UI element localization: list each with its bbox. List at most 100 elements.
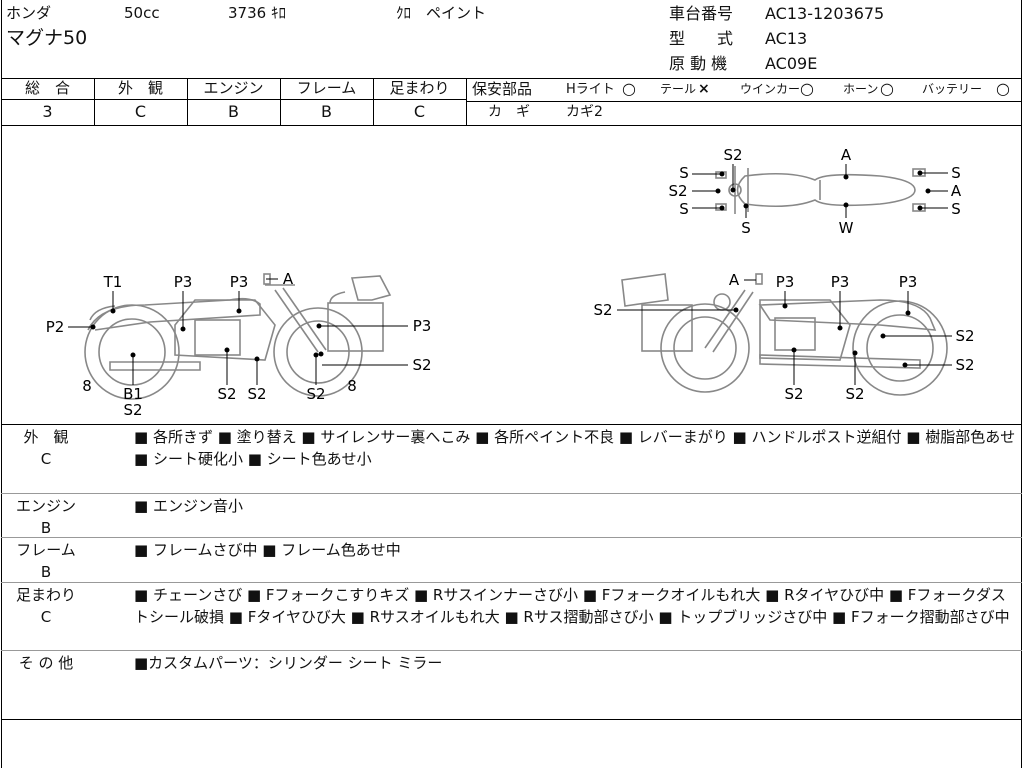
score-value-engine: B bbox=[228, 102, 239, 121]
score-divider bbox=[187, 78, 188, 125]
diagram-mark-left-s2: S2 bbox=[123, 401, 142, 419]
diagram-mark-left-p2: P2 bbox=[46, 318, 65, 336]
diagram-mark-left-8: 8 bbox=[82, 377, 92, 395]
score-label-exterior: 外 観 bbox=[117, 79, 163, 97]
safety-tail-mark: × bbox=[698, 81, 710, 97]
section-exterior-label: 外 観 C bbox=[6, 426, 86, 470]
mileage: 3736 ｷﾛ bbox=[228, 4, 286, 22]
maker-name: ホンダ bbox=[6, 4, 52, 22]
section-title: フレーム bbox=[16, 541, 76, 559]
diagram-mark-right-s2: S2 bbox=[784, 385, 803, 403]
section-title: そ の 他 bbox=[18, 654, 74, 672]
section-divider bbox=[1, 582, 1022, 583]
safety-battery-mark: ○ bbox=[996, 79, 1010, 98]
model-name: マグナ50 bbox=[6, 27, 88, 49]
diagram-mark-top-s2: S2 bbox=[723, 146, 742, 164]
key-label: カ ギ bbox=[488, 104, 530, 120]
diagram-mark-top-s: S bbox=[741, 219, 751, 237]
chassis-value: AC13-1203675 bbox=[765, 4, 885, 23]
score-table-top bbox=[1, 78, 1022, 79]
section-other-text: ■カスタムパーツ：シリンダー シート ミラー bbox=[134, 654, 443, 672]
safety-horn-mark: ○ bbox=[880, 79, 894, 98]
diagram-mark-left-p3: P3 bbox=[230, 273, 249, 291]
score-label-frame: フレーム bbox=[296, 79, 357, 97]
frame-right bbox=[1021, 0, 1022, 768]
diagram-mark-left-s2: S2 bbox=[247, 385, 266, 403]
key-value: カギ2 bbox=[566, 104, 603, 120]
diagram-mark-left-s2: S2 bbox=[412, 356, 431, 374]
diagram-mark-right-s2: S2 bbox=[593, 301, 612, 319]
safety-horn: ホーン bbox=[843, 82, 879, 96]
score-label-suspension: 足まわり bbox=[389, 79, 450, 97]
diagram-mark-top-s: S bbox=[951, 164, 961, 182]
section-divider bbox=[1, 650, 1022, 651]
diagram-mark-right-p3: P3 bbox=[899, 273, 918, 291]
section-grade: B bbox=[40, 563, 52, 581]
diagram-mark-top-s: S bbox=[951, 200, 961, 218]
section-suspension-text: ■ チェーンさび ■ Fフォークこすりキズ ■ Rサスインナーさび小 ■ Fフォ… bbox=[134, 586, 1010, 626]
score-table-mid bbox=[1, 99, 467, 100]
diagram-mark-left-p3: P3 bbox=[413, 317, 432, 335]
type-label: 型 式 bbox=[669, 29, 734, 48]
diagram-mark-left-8: 8 bbox=[347, 377, 357, 395]
diagram-mark-top-s: S bbox=[679, 200, 689, 218]
diagram-mark-left-b1: B1 bbox=[123, 385, 143, 403]
diagram-mark-left-t1: T1 bbox=[103, 273, 123, 291]
score-divider bbox=[466, 78, 467, 125]
motorcycle-diagram: S2 A S S2 S S W S A S T1 P3 P3 A P2 P3 S… bbox=[46, 146, 975, 419]
diagram-mark-top-s2-left: S2 bbox=[668, 182, 687, 200]
diagram-mark-top-s: S bbox=[679, 164, 689, 182]
diagram-mark-left-a: A bbox=[283, 270, 294, 288]
safety-mid bbox=[467, 101, 1022, 102]
diagram-mark-top-w: W bbox=[839, 219, 854, 237]
section-title: エンジン bbox=[15, 497, 76, 515]
safety-winker-mark: ○ bbox=[800, 79, 814, 98]
section-title: 足まわり bbox=[15, 586, 76, 604]
frame-left bbox=[1, 0, 2, 768]
safety-winker: ウインカー bbox=[740, 82, 801, 96]
section-divider bbox=[1, 537, 1022, 538]
section-engine-text: ■ エンジン音小 bbox=[134, 497, 243, 515]
diagram-mark-right-s2: S2 bbox=[955, 356, 974, 374]
score-table-bottom bbox=[1, 125, 1022, 126]
section-frame-text: ■ フレームさび中 ■ フレーム色あせ中 bbox=[134, 541, 401, 559]
diagram-mark-right-p3: P3 bbox=[776, 273, 795, 291]
score-label-total: 総 合 bbox=[24, 79, 70, 97]
section-divider bbox=[1, 493, 1022, 494]
left-view-bike bbox=[84, 273, 392, 400]
displacement: 50cc bbox=[124, 4, 160, 22]
engine-label: 原 動 機 bbox=[669, 54, 728, 73]
section-divider bbox=[1, 424, 1022, 425]
chassis-label: 車台番号 bbox=[669, 4, 734, 23]
section-grade: B bbox=[40, 519, 52, 537]
diagram-mark-right-s2: S2 bbox=[845, 385, 864, 403]
score-value-frame: B bbox=[321, 102, 332, 121]
safety-tail: テール bbox=[660, 82, 697, 96]
safety-headlight: Hライト bbox=[566, 82, 615, 97]
section-suspension-label: 足まわり C bbox=[6, 584, 86, 628]
section-title: 外 観 bbox=[23, 428, 69, 446]
diagram-mark-left-p3: P3 bbox=[174, 273, 193, 291]
diagram-mark-top-a: A bbox=[951, 182, 962, 200]
score-divider bbox=[94, 78, 95, 125]
section-grade: C bbox=[40, 608, 52, 626]
score-value-total: 3 bbox=[42, 102, 53, 121]
section-divider bbox=[1, 719, 1022, 720]
section-frame-label: フレーム B bbox=[6, 539, 86, 583]
section-grade: C bbox=[40, 450, 52, 468]
diagram-mark-top-a: A bbox=[841, 146, 852, 164]
engine-value: AC09E bbox=[765, 54, 818, 73]
safety-label: 保安部品 bbox=[472, 80, 533, 98]
section-engine-label: エンジン B bbox=[6, 495, 86, 539]
diagram-mark-right-p3: P3 bbox=[831, 273, 850, 291]
safety-headlight-mark: ○ bbox=[622, 79, 636, 98]
score-label-engine: エンジン bbox=[203, 79, 264, 97]
score-divider bbox=[280, 78, 281, 125]
section-exterior-text: ■ 各所きず ■ 塗り替え ■ サイレンサー裏へこみ ■ 各所ペイント不良 ■ … bbox=[134, 428, 1016, 468]
score-value-suspension: C bbox=[413, 102, 426, 121]
score-divider bbox=[373, 78, 374, 125]
diagram-mark-left-s2: S2 bbox=[306, 385, 325, 403]
type-value: AC13 bbox=[765, 29, 808, 48]
diagram-mark-left-s2: S2 bbox=[217, 385, 236, 403]
